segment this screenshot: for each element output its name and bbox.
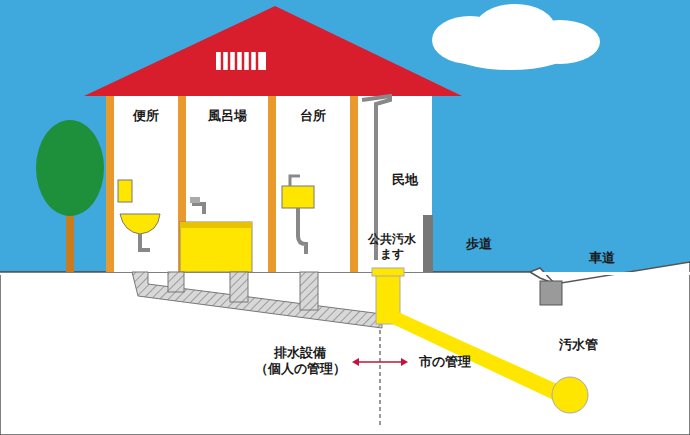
- pipe-label: 汚水管: [548, 337, 608, 353]
- box-label: 公共汚水 ます: [362, 232, 422, 262]
- note-label: 市の管理: [410, 354, 480, 370]
- house-interior: [108, 95, 360, 272]
- toilet: [118, 180, 160, 250]
- area-label: 歩道: [455, 236, 503, 252]
- area-label: 民地: [388, 172, 422, 188]
- curb: [540, 281, 562, 305]
- boundary-wall: [423, 215, 433, 272]
- sewer-branch-pipe: [384, 312, 566, 402]
- room-label: 便所: [116, 108, 176, 124]
- boundary-arrow: [352, 358, 408, 366]
- room-label: 台所: [278, 108, 348, 124]
- kitchen-sink: [282, 176, 314, 254]
- roof: [84, 6, 462, 96]
- note-label: 排水設備 （個人の管理）: [250, 345, 350, 378]
- tree: [36, 120, 104, 272]
- house-post: [106, 95, 358, 272]
- area-label: 車道: [578, 250, 626, 266]
- ground: [0, 262, 690, 435]
- room-label: 風呂場: [188, 108, 266, 124]
- cloud: [432, 4, 600, 70]
- drain-pipe: [132, 272, 382, 328]
- sky: [0, 0, 690, 272]
- roof-vent: [216, 52, 266, 70]
- sewer-main-pipe: [552, 377, 588, 413]
- private-land: [360, 95, 432, 272]
- boundary-line: [379, 330, 380, 425]
- bath: [180, 197, 252, 272]
